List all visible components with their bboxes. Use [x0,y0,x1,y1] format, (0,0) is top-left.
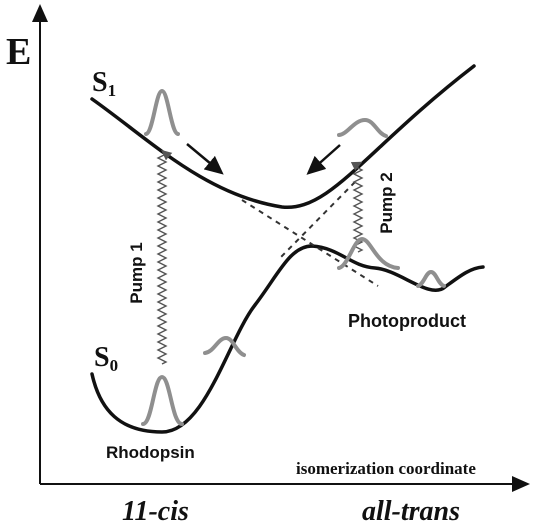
pump1-wavy-arrow [156,149,173,365]
s0-curve [90,244,485,434]
pump2-label: Pump 2 [377,172,396,233]
s1-wavepacket-trans [337,117,388,138]
s0-wavepacket-rhodopsin [141,374,184,426]
s1-wavepacket-franck-condon [144,88,180,136]
s0-wavepacket-slope [203,335,246,357]
x-axis-label: isomerization coordinate [296,459,476,478]
s0-wavepacket-photoproduct [416,269,446,288]
rhodopsin-label: Rhodopsin [106,443,195,462]
pump2-wavy-arrow [350,161,364,253]
crossing-line-right [279,181,356,259]
s0-label: S0 [94,342,118,375]
relaxation-arrow-left [186,143,224,175]
energy-axis-label: E [6,31,31,73]
s1-curve [90,64,476,209]
s1-label: S1 [92,67,116,100]
pump1-label: Pump 1 [127,242,146,303]
photoproduct-label: Photoproduct [348,311,466,331]
x-tick-all-trans: all-trans [362,496,460,527]
s0-wavepacket-barrier [337,236,400,270]
crossing-line-left [241,199,379,287]
relaxation-arrow-right [306,144,341,175]
x-tick-11-cis: 11-cis [122,496,189,527]
